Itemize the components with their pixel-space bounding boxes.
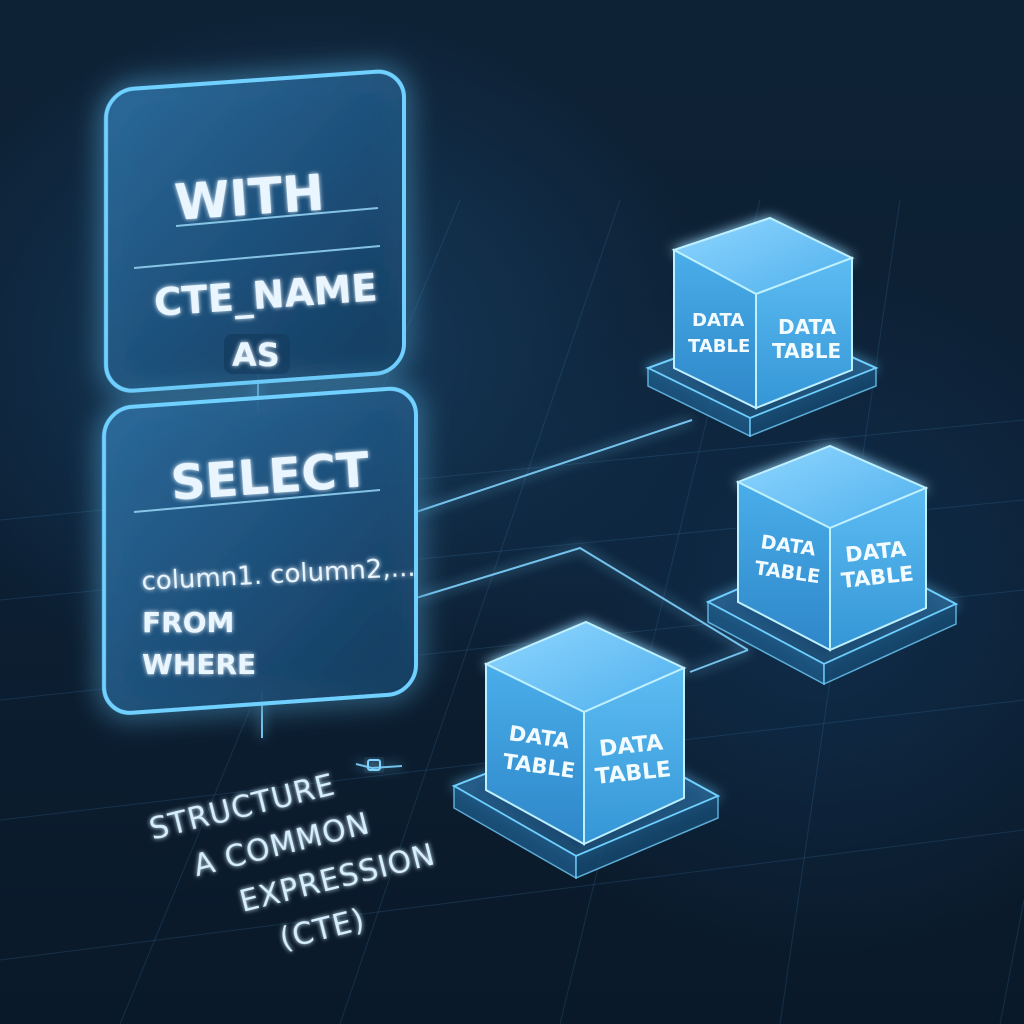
caption-pointer-line (355, 763, 403, 770)
table3-link-line (689, 649, 749, 673)
caption-line-4: (CTE) (276, 902, 369, 957)
select-to-table1-line (415, 419, 693, 513)
caption-pointer-icon (367, 759, 381, 771)
cube-1-left-label-line-1: DATA (692, 310, 744, 331)
cube-1-right-label-line-2: TABLE (772, 339, 841, 363)
select-keyword: SELECT (169, 442, 371, 512)
as-connector-box (224, 334, 290, 374)
cube-2-right-face (829, 486, 927, 652)
cube-1-right-label-line-1: DATA (778, 315, 837, 339)
with-keyword-divider (175, 207, 379, 227)
as-connector: AS (232, 336, 280, 374)
with-keyword: WITH (173, 164, 326, 232)
with-panel: WITH CTE_NAME AS (104, 69, 406, 393)
select-panel: SELECT column1. column2,... FROM WHERE (102, 386, 418, 715)
cube-1-left-label-line-2: TABLE (688, 336, 750, 357)
where-clause: WHERE (142, 648, 256, 681)
data-table-cube-1: DATA TABLE DATA TABLE (645, 216, 879, 438)
diagram-caption: STRUCTURE A COMMON EXPRESSION (CTE) (146, 767, 439, 957)
data-table-cube-2: DATA TABLE DATA TABLE (705, 444, 959, 686)
cube-1-right-face (755, 256, 853, 410)
cube-3-right-face (583, 666, 685, 846)
with-divider (133, 245, 381, 269)
select-to-table2-line (415, 546, 749, 651)
data-table-cube-3: DATA TABLE DATA TABLE (451, 620, 721, 880)
from-clause: FROM (142, 606, 234, 639)
select-divider (133, 489, 381, 513)
